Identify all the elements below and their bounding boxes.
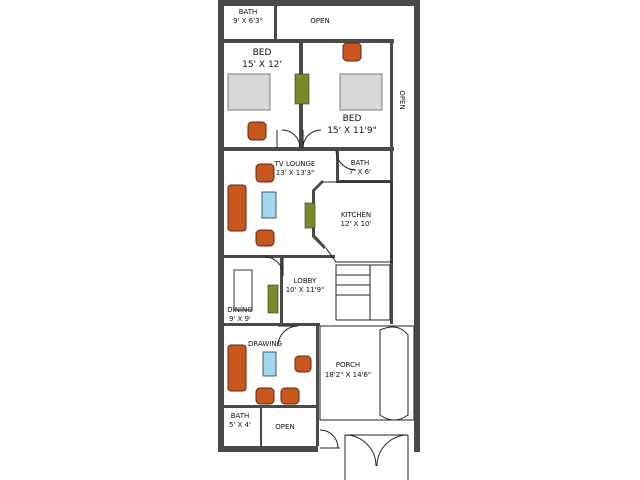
sofa-icon xyxy=(227,344,247,392)
room-label: OPEN xyxy=(398,90,406,109)
chair-icon xyxy=(255,163,275,183)
room-size: 18'2" X 14'6" xyxy=(325,371,371,379)
room-size: 9' X 6'3" xyxy=(233,17,263,25)
room-label: TV LOUNGE xyxy=(274,160,316,168)
room-size: 15' X 11'9" xyxy=(327,126,377,136)
furniture xyxy=(227,42,383,405)
room-label: BATH xyxy=(351,159,370,167)
room-size: 13' X 13'3" xyxy=(276,169,315,177)
room-label: PORCH xyxy=(336,361,360,369)
chair-icon xyxy=(255,387,275,405)
table-icon xyxy=(262,351,277,377)
table-icon xyxy=(261,191,277,219)
room-size: 10' X 11'9" xyxy=(286,286,325,294)
bed-icon xyxy=(339,73,383,111)
chair-icon xyxy=(280,387,300,405)
room-label: DRAWING xyxy=(248,340,282,348)
room-size: 9' X 9' xyxy=(229,315,251,323)
chair-icon xyxy=(294,355,312,373)
tv-unit-icon xyxy=(304,202,316,229)
chair-icon xyxy=(247,121,267,141)
room-label: LOBBY xyxy=(294,277,317,285)
room-label: BED xyxy=(253,48,272,58)
cabinet-icon xyxy=(267,284,279,314)
dresser-icon xyxy=(294,73,310,105)
room-label: BATH xyxy=(231,412,250,420)
room-label: OPEN xyxy=(310,17,329,25)
room-labels: BATH 9' X 6'3" OPEN BED 15' X 12' BED 15… xyxy=(227,8,406,431)
room-label: KITCHEN xyxy=(341,211,371,219)
room-label: BATH xyxy=(239,8,258,16)
dining-table-icon xyxy=(233,269,253,311)
room-size: 12' X 10' xyxy=(341,220,372,228)
room-label: DINING xyxy=(227,306,252,314)
chair-icon xyxy=(255,229,275,247)
room-label: BED xyxy=(343,114,362,124)
room-size: 15' X 12' xyxy=(242,60,282,70)
thin-lines xyxy=(264,129,415,480)
chair-icon xyxy=(342,42,362,62)
room-size: 5' X 4' xyxy=(229,421,251,429)
room-label: OPEN xyxy=(275,423,294,431)
bed-icon xyxy=(227,73,271,111)
room-size: 7' X 6' xyxy=(349,168,371,176)
sofa-icon xyxy=(227,184,247,232)
car-icon xyxy=(379,326,409,421)
